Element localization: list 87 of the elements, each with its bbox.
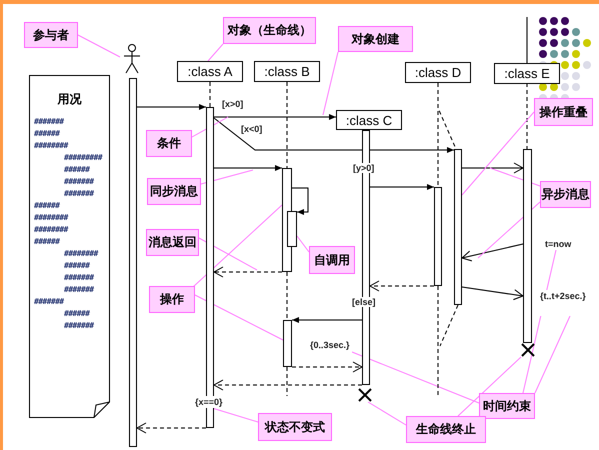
callout-label: 条件 bbox=[146, 130, 192, 157]
constraint-text: {t‥t+2sec.} bbox=[540, 290, 588, 316]
return-arrow bbox=[370, 280, 434, 292]
guard-label: [else] bbox=[352, 297, 376, 307]
placeholder-text: ######## bbox=[64, 249, 98, 258]
object-box: :class A bbox=[177, 61, 243, 82]
callout-label: 自调用 bbox=[309, 246, 355, 274]
leader-line bbox=[296, 236, 310, 252]
note-title: 用况 bbox=[56, 91, 82, 108]
note-card bbox=[29, 75, 110, 418]
message-arrow bbox=[214, 118, 454, 153]
object-box: :class D bbox=[405, 62, 471, 83]
placeholder-text: ###### bbox=[64, 261, 90, 270]
message-arrow bbox=[370, 184, 434, 190]
placeholder-text: ####### bbox=[64, 321, 94, 330]
callout-label: 操作重叠 bbox=[534, 98, 593, 126]
placeholder-text: ######## bbox=[34, 225, 68, 234]
object-box: :class E bbox=[494, 63, 560, 84]
placeholder-text: ######## bbox=[34, 213, 68, 222]
async-arrow bbox=[462, 244, 524, 262]
callout-label: 异步消息 bbox=[540, 181, 591, 208]
return-arrow bbox=[136, 422, 206, 434]
activation-bar bbox=[283, 320, 292, 367]
message-arrow bbox=[214, 114, 336, 120]
leader-line bbox=[534, 316, 570, 394]
placeholder-text: ####### bbox=[34, 297, 64, 306]
lifeline bbox=[286, 366, 288, 396]
leader-line bbox=[322, 52, 338, 116]
placeholder-text: ####### bbox=[64, 285, 94, 294]
activation-bar bbox=[434, 187, 442, 286]
leader-line bbox=[198, 238, 258, 270]
return-arrow bbox=[292, 362, 362, 372]
callout-label: 操作 bbox=[149, 286, 195, 313]
leader-line bbox=[192, 204, 282, 288]
callout-label: 生命线终止 bbox=[406, 416, 486, 443]
placeholder-text: ####### bbox=[64, 189, 94, 198]
async-arrow bbox=[462, 286, 524, 300]
leader-line bbox=[208, 44, 224, 62]
guard-label: [y>0] bbox=[353, 163, 374, 173]
placeholder-text: ###### bbox=[34, 201, 60, 210]
leader-line bbox=[368, 402, 406, 426]
callout-label: 对象（生命线） bbox=[223, 17, 316, 44]
lifeline bbox=[286, 272, 288, 320]
activation-bar bbox=[129, 78, 137, 447]
async-arrow bbox=[462, 162, 524, 174]
leader-line bbox=[352, 352, 480, 404]
object-box: :class C bbox=[336, 110, 402, 130]
callout-label: 状态不变式 bbox=[258, 413, 332, 441]
placeholder-text: ###### bbox=[64, 309, 90, 318]
callout-label: 消息返回 bbox=[146, 229, 199, 256]
callout-label: 参与者 bbox=[24, 22, 78, 48]
activation-bar bbox=[454, 149, 462, 305]
leader-line bbox=[192, 116, 228, 138]
leader-line bbox=[194, 294, 284, 340]
object-box: :class B bbox=[254, 61, 320, 82]
callout-label: 同步消息 bbox=[147, 178, 201, 205]
placeholder-text: ###### bbox=[64, 165, 90, 174]
lifeline bbox=[526, 82, 528, 150]
guard-label: [x>0] bbox=[222, 99, 244, 109]
lifeline-end-mark bbox=[521, 343, 535, 357]
leader-line bbox=[212, 408, 258, 422]
return-arrow bbox=[214, 266, 282, 278]
lifeline bbox=[286, 82, 288, 168]
lifeline bbox=[438, 82, 456, 150]
return-arrow bbox=[214, 380, 362, 390]
lifeline-end-mark bbox=[358, 388, 372, 402]
self-call-arrow bbox=[292, 188, 308, 215]
message-arrow bbox=[214, 165, 282, 171]
message-arrow bbox=[136, 104, 206, 110]
callout-label: 时间约束 bbox=[479, 393, 535, 419]
guard-label: [x<0] bbox=[241, 124, 262, 134]
message-arrow bbox=[292, 317, 362, 323]
placeholder-text: ####### bbox=[64, 273, 94, 282]
placeholder-text: ####### bbox=[34, 117, 64, 126]
placeholder-text: ###### bbox=[34, 129, 60, 138]
leader-line bbox=[462, 112, 534, 196]
placeholder-text: ######### bbox=[64, 153, 102, 162]
placeholder-text: ####### bbox=[64, 177, 94, 186]
placeholder-text: ######## bbox=[34, 141, 68, 150]
placeholder-text: ###### bbox=[34, 237, 60, 246]
leader-line bbox=[458, 356, 522, 416]
leader-line bbox=[200, 170, 254, 184]
leader-line bbox=[78, 34, 120, 58]
lifeline bbox=[440, 304, 458, 346]
callout-label: 对象创建 bbox=[338, 26, 413, 52]
activation-bar bbox=[523, 149, 532, 343]
activation-bar bbox=[287, 211, 297, 247]
